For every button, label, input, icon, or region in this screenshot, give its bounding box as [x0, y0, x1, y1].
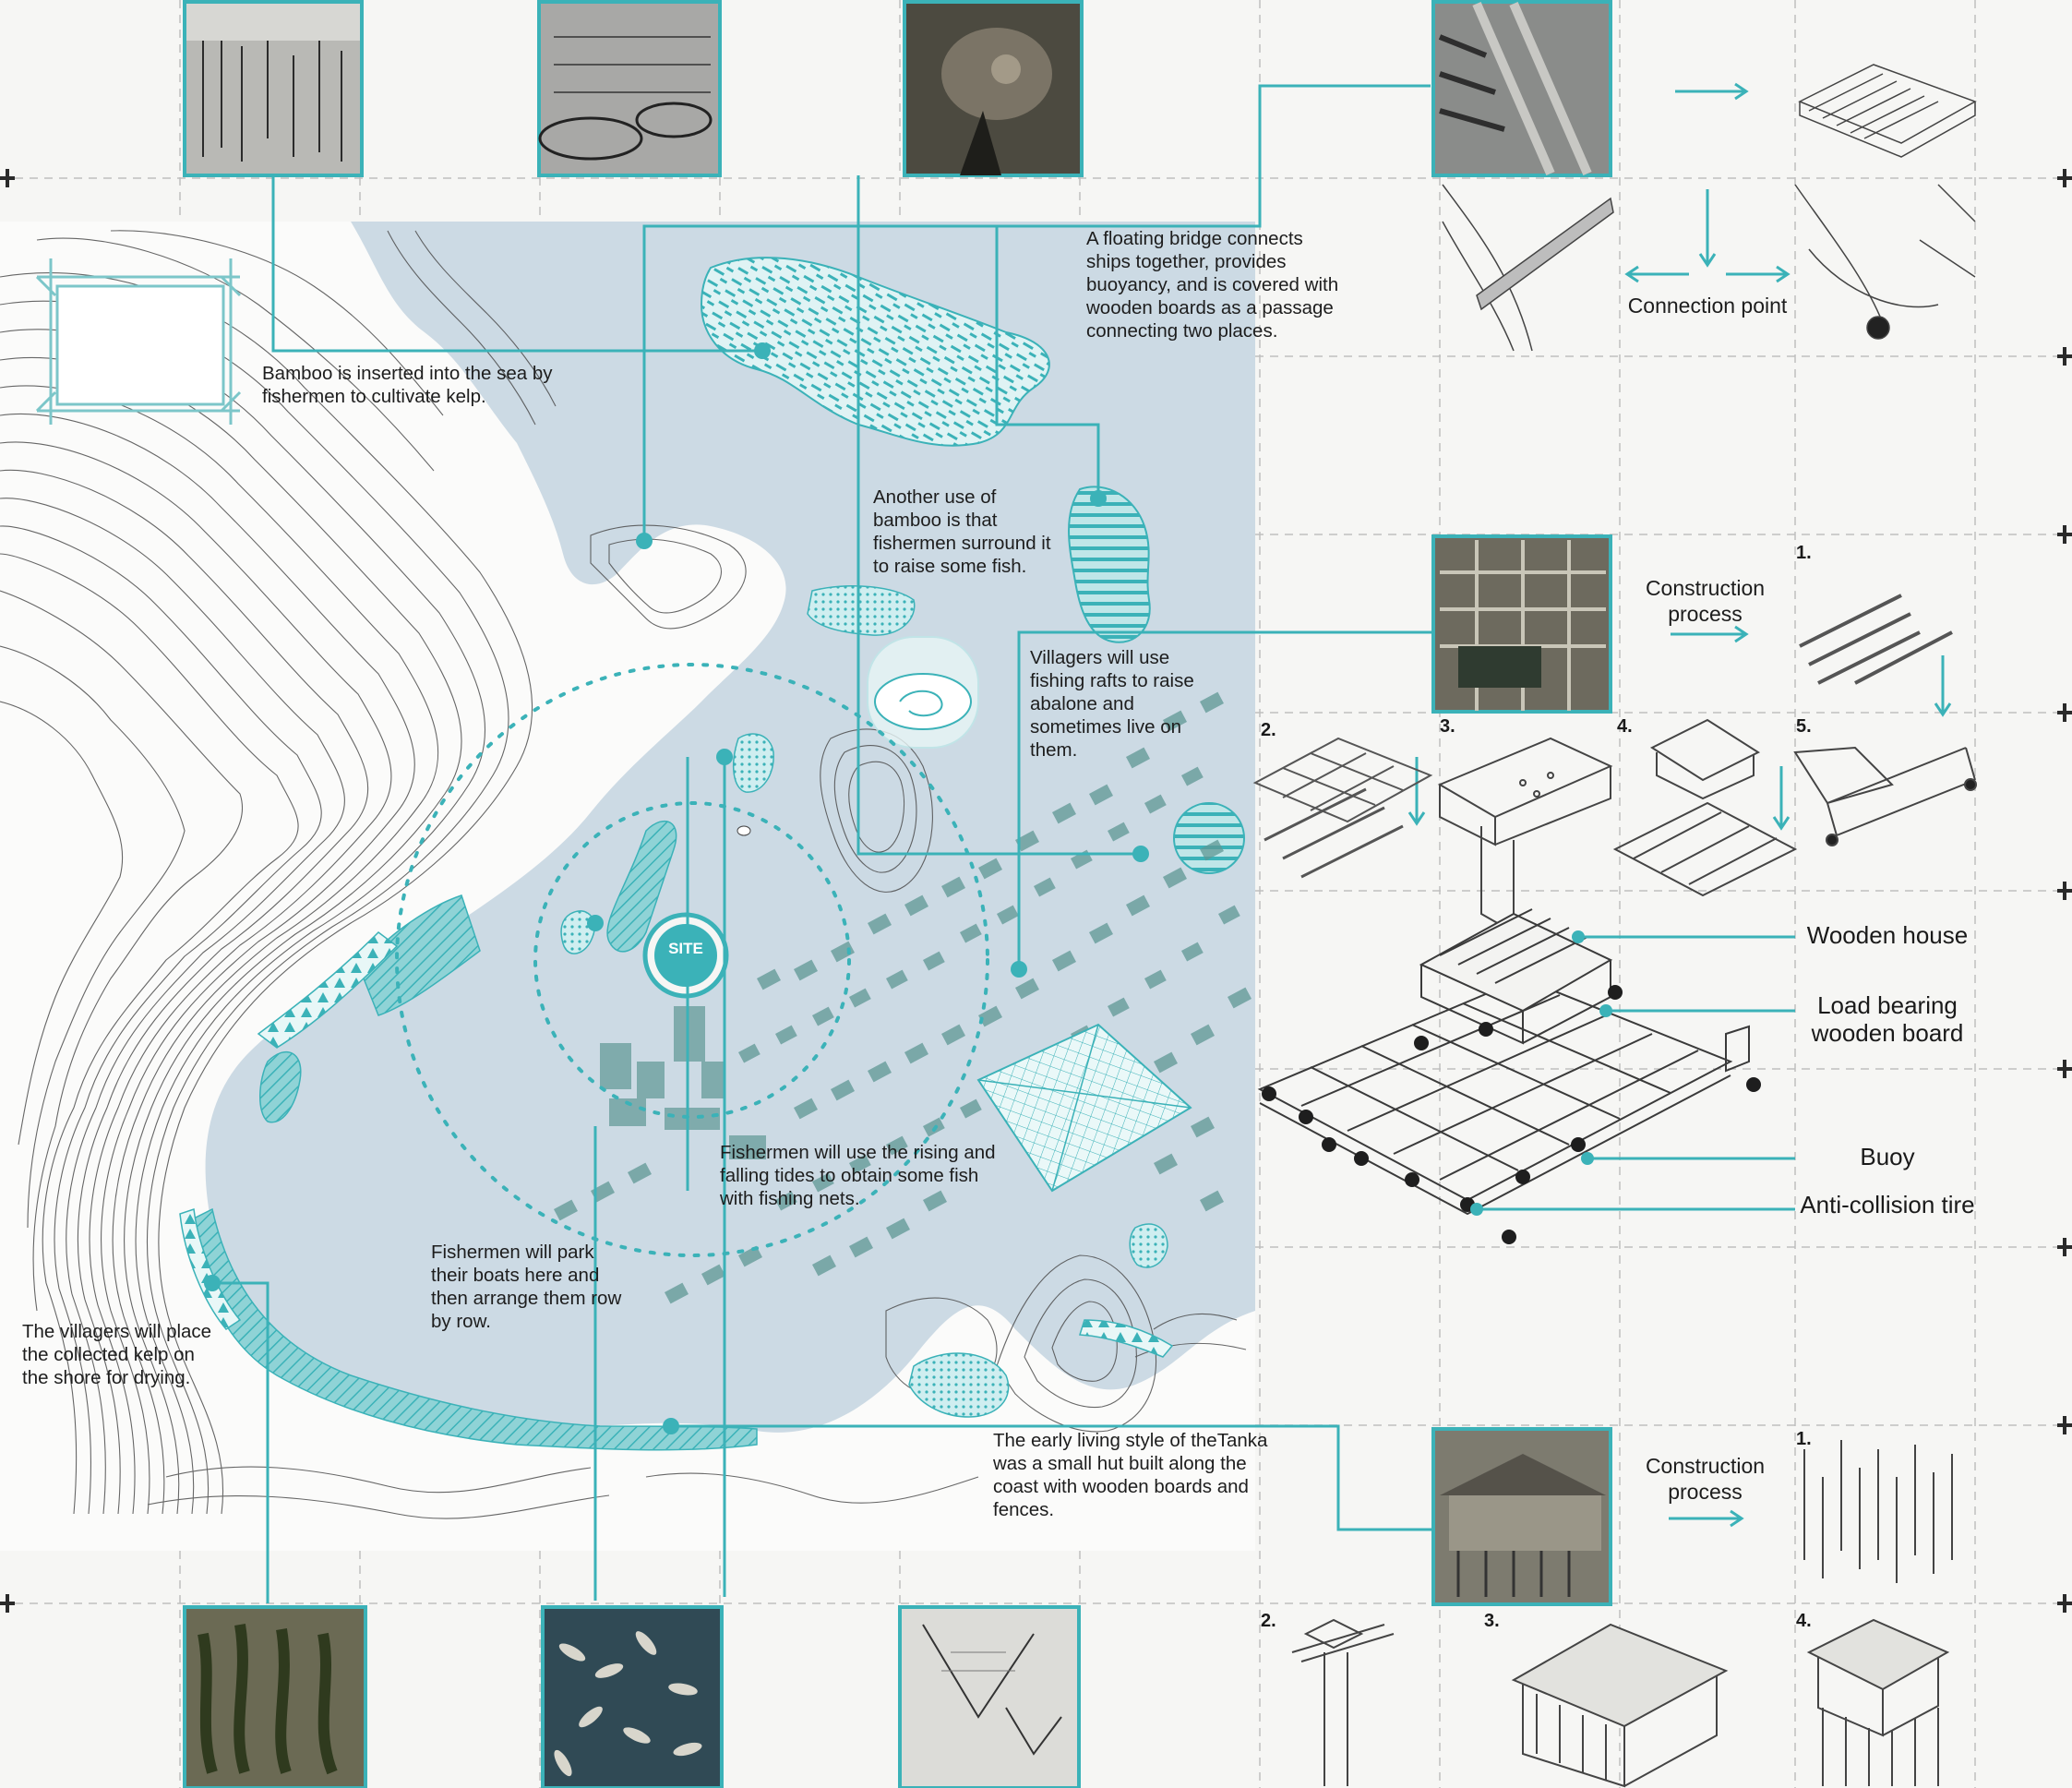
leader-lines	[212, 84, 1440, 1603]
hut-step3-house	[1511, 1623, 1729, 1788]
striped-disc	[1173, 802, 1245, 874]
leader-dots	[204, 342, 1149, 1434]
callout-load-bearing-board: Load bearing wooden board	[1811, 991, 1964, 1047]
contour-map	[0, 222, 1255, 1551]
hut-step1-stilts	[1803, 1440, 1953, 1583]
callout-anti-collision-tire: Anti-collision tire	[1800, 1191, 1975, 1218]
fishing-net-square	[976, 1023, 1192, 1193]
abalone-net-tank	[867, 636, 979, 749]
fish-pen-zone	[1068, 486, 1151, 643]
dotted-reef-4	[1129, 1223, 1168, 1268]
dotted-reef-1	[807, 585, 916, 636]
photo-fisherman-basket	[903, 0, 1084, 177]
raft-step2-frame	[1252, 737, 1433, 879]
range-circle-inner	[533, 801, 851, 1119]
raft-arrows	[1407, 625, 1952, 831]
hut-step-1: 1.	[1796, 1429, 1812, 1449]
raft-process-label: Construction process	[1645, 576, 1766, 626]
site-label: SITE	[668, 940, 703, 957]
callout-buoy: Buoy	[1860, 1143, 1915, 1170]
hut-step-2: 2.	[1261, 1611, 1276, 1631]
raft-step1-beams	[1799, 594, 1953, 685]
bridge-detail-right	[1794, 184, 1976, 340]
photo-drying-kelp	[183, 1605, 367, 1788]
dotted-reef-2	[732, 733, 774, 793]
raft-step-4: 4.	[1617, 716, 1633, 737]
note-floating-bridge: A floating bridge connects ships togethe…	[1086, 228, 1339, 342]
kelp-drying-strip-3	[1079, 1319, 1174, 1358]
raft-step3-joint	[1437, 737, 1613, 934]
raft-step-3: 3.	[1440, 716, 1455, 737]
raft-step-2: 2.	[1261, 720, 1276, 740]
raft-callout-dots	[1470, 930, 1612, 1216]
note-tanka-huts: The early living style of theTanka was a…	[993, 1430, 1268, 1520]
note-park-boats: Fishermen will park their boats here and…	[431, 1242, 622, 1332]
islet-hatch	[560, 910, 595, 954]
note-fishing-rafts: Villagers will use fishing rafts to rais…	[1030, 647, 1194, 761]
hut-arrows	[1669, 1509, 1744, 1528]
raft-step-5: 5.	[1796, 716, 1812, 737]
note-tides-nets: Fishermen will use the rising and fallin…	[720, 1142, 996, 1209]
bridge-arrows	[1624, 82, 1791, 283]
photo-fish-pens	[537, 0, 722, 177]
range-circle-outer	[395, 663, 989, 1257]
boat-parking-cluster	[600, 1006, 766, 1159]
island-channel	[606, 821, 677, 953]
hut-process-label: Construction process	[1645, 1454, 1766, 1504]
raft-step4-house	[1612, 718, 1798, 897]
hut-step2-joint	[1291, 1618, 1395, 1786]
photo-kelp-bamboo	[183, 0, 364, 177]
raft-buoys	[1262, 985, 1761, 1244]
bridge-detail-left	[1442, 184, 1614, 352]
kelp-bamboo-zone	[700, 257, 1050, 447]
note-bamboo-kelp: Bamboo is inserted into the sea by fishe…	[262, 363, 553, 407]
bamboo-frame-marker	[35, 258, 242, 425]
hut-step-4: 4.	[1796, 1611, 1812, 1631]
photo-boats-aerial	[541, 1605, 724, 1788]
hut-step-3: 3.	[1484, 1611, 1500, 1631]
hut-step4-house	[1806, 1618, 1950, 1786]
note-dry-kelp: The villagers will place the collected k…	[22, 1321, 212, 1388]
raft-iso-drawing	[1257, 908, 1750, 1216]
raft-step-1: 1.	[1796, 543, 1812, 563]
dotted-reef-3	[908, 1352, 1010, 1418]
shore-hatch-west	[259, 1051, 302, 1123]
note-bamboo-fish: Another use of bamboo is that fishermen …	[873, 486, 1051, 577]
shore-hatch-left	[359, 894, 481, 1016]
raft-step5-boat	[1793, 746, 1977, 846]
photo-stilt-hut	[1431, 1427, 1612, 1606]
bridge-iso-drawing	[1798, 64, 1977, 158]
fishing-raft-field	[554, 691, 1252, 1304]
connection-point-label: Connection point	[1627, 294, 1788, 318]
raft-callout-lines	[1477, 935, 1795, 1211]
shore-hatch-bottom	[193, 1207, 758, 1451]
photo-fishing-rafts	[1431, 534, 1612, 714]
photo-fishing-nets	[898, 1605, 1081, 1788]
kelp-drying-strip-1	[257, 931, 399, 1049]
kelp-drying-strip-2	[179, 1207, 242, 1330]
callout-wooden-house: Wooden house	[1806, 921, 1969, 949]
site-marker-dot	[654, 924, 717, 987]
photo-floating-bridge	[1431, 0, 1612, 177]
